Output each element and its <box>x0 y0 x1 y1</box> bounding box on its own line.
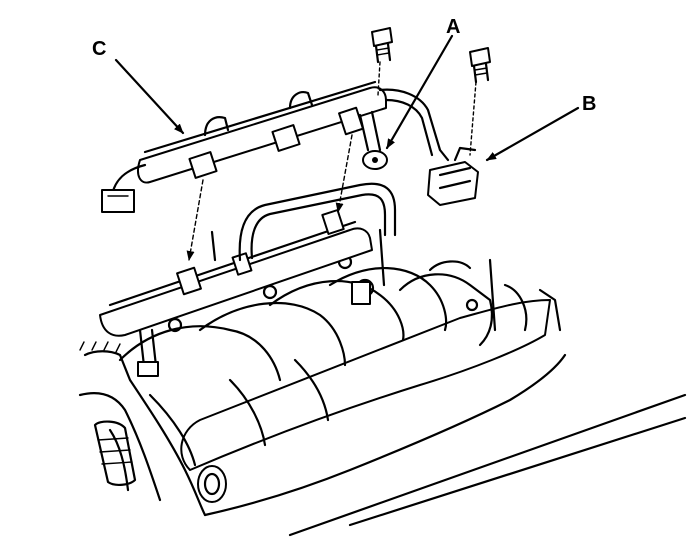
alignment-arrows <box>186 61 477 261</box>
fuel-rail <box>99 182 397 337</box>
callout-b: B <box>582 93 596 115</box>
callout-c: C <box>92 38 106 60</box>
left-tube <box>93 420 137 486</box>
bolt-left <box>371 27 393 64</box>
callout-a: A <box>446 16 460 38</box>
leader-arrows <box>114 34 580 162</box>
injector-harness <box>101 80 450 213</box>
connector-b <box>427 146 479 206</box>
intake-manifold <box>78 254 687 537</box>
manifold-port <box>197 465 227 503</box>
bolt-right <box>469 47 491 84</box>
